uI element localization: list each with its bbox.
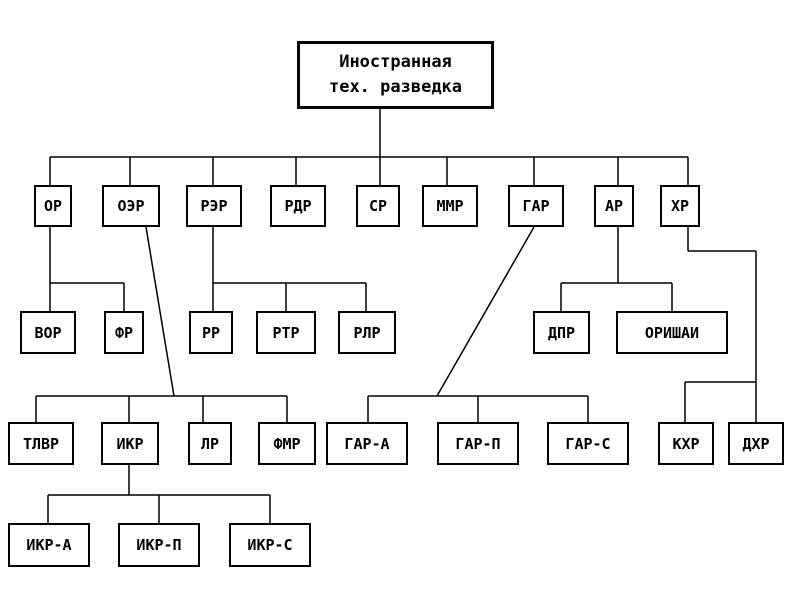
node-orishai: ОРИШАИ xyxy=(616,311,728,354)
node-ikr-a: ИКР-А xyxy=(8,523,90,567)
node-gar-p: ГАР-П xyxy=(437,422,519,465)
node-gar-a: ГАР-А xyxy=(326,422,408,465)
node-ikr: ИКР xyxy=(101,422,159,465)
node-mmr: ММР xyxy=(422,185,478,227)
node-dkhr: ДХР xyxy=(728,422,784,465)
root-box: Иностранная тех. разведка xyxy=(297,41,494,109)
node-fmr: ФМР xyxy=(258,422,316,465)
node-fr: ФР xyxy=(104,311,144,354)
node-khr: КХР xyxy=(658,422,714,465)
node-ikr-p: ИКР-П xyxy=(118,523,200,567)
node-vor: ВОР xyxy=(20,311,76,354)
node-oer: ОЭР xyxy=(102,185,160,227)
node-rdr: РДР xyxy=(270,185,326,227)
root-line2: тех. разведка xyxy=(328,77,463,97)
node-or: ОР xyxy=(34,185,72,227)
node-hr: ХР xyxy=(660,185,700,227)
node-rr: РР xyxy=(189,311,233,354)
node-ikr-s: ИКР-С xyxy=(229,523,311,567)
node-tlvr: ТЛВР xyxy=(8,422,74,465)
node-rlr: РЛР xyxy=(338,311,396,354)
node-dpr: ДПР xyxy=(533,311,590,354)
node-lr: ЛР xyxy=(188,422,232,465)
node-rtr: РТР xyxy=(256,311,316,354)
node-sr: СР xyxy=(356,185,400,227)
node-gar-s: ГАР-С xyxy=(547,422,629,465)
node-gar: ГАР xyxy=(508,185,564,227)
node-ar: АР xyxy=(594,185,634,227)
node-rer: РЭР xyxy=(186,185,242,227)
root-line1: Иностранная xyxy=(339,52,452,72)
